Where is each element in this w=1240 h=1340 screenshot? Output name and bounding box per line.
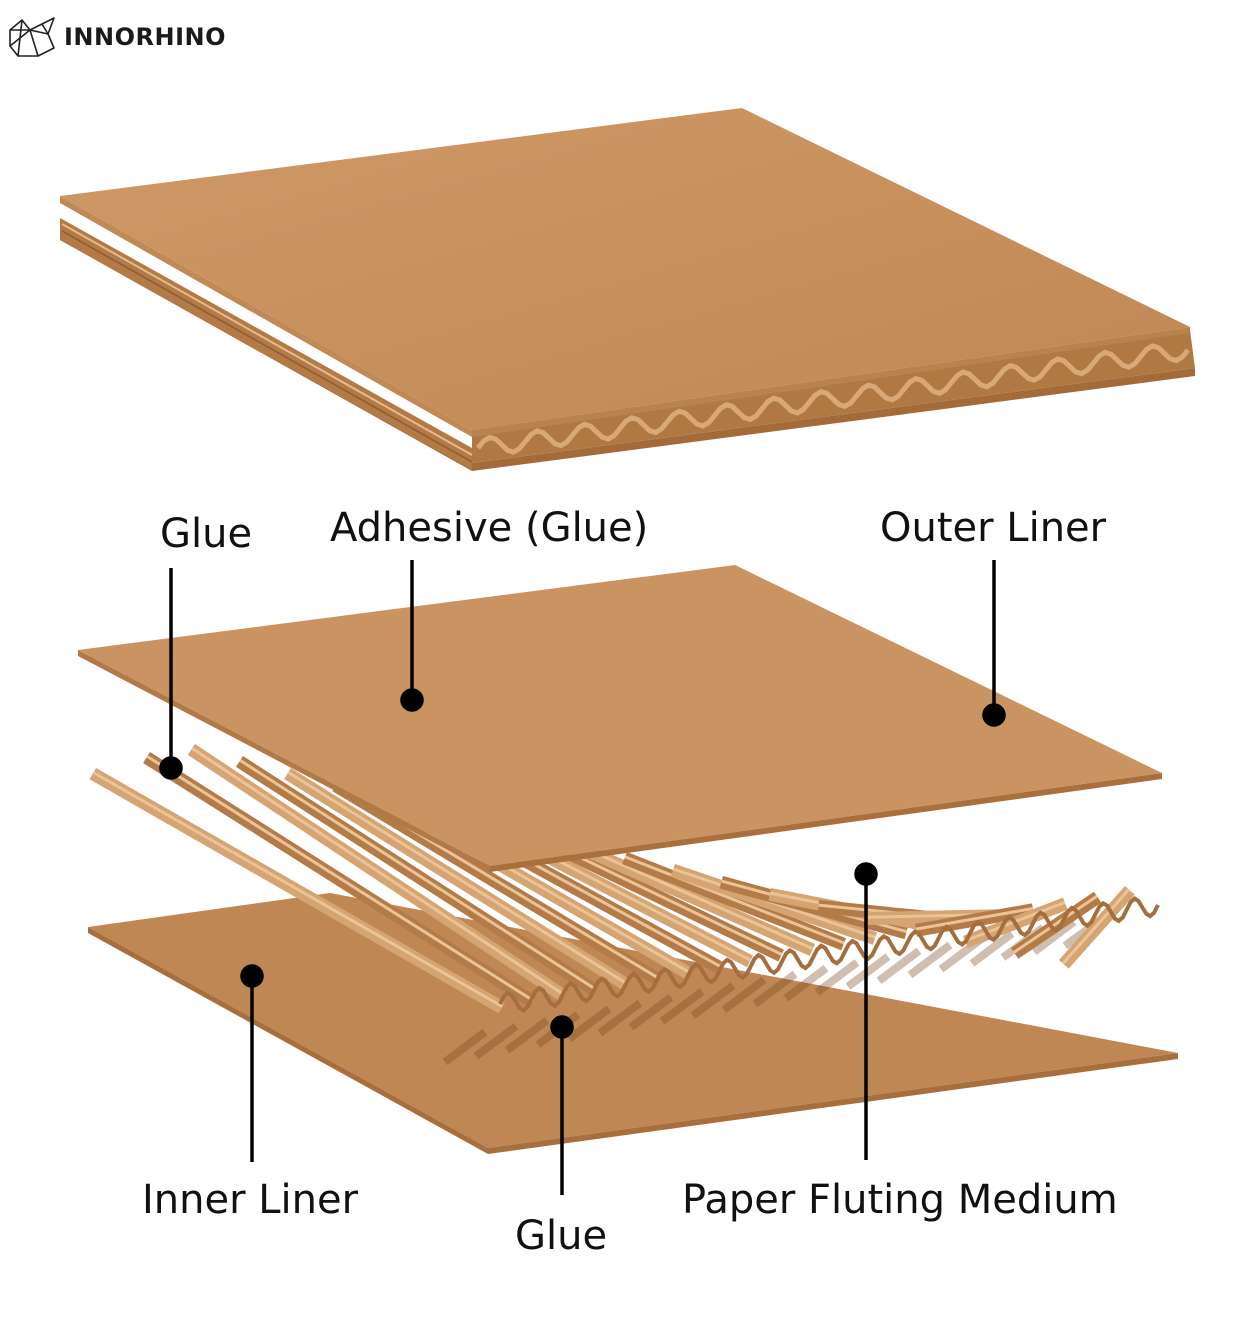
flute-highlight	[576, 843, 814, 951]
flute-highlight	[915, 907, 1034, 931]
flute-highlight	[287, 771, 628, 985]
brand: INNORHINO	[8, 16, 226, 58]
flute-highlight	[239, 759, 596, 991]
flute-shadow	[442, 1028, 488, 1066]
flute-shadow	[659, 988, 705, 1025]
label-fluting: Paper Fluting Medium	[682, 1177, 1118, 1223]
assembled-board	[60, 108, 1195, 471]
flute-shadow	[969, 930, 1015, 967]
flute-shadow	[690, 982, 736, 1019]
rhino-geometric-icon	[9, 17, 55, 57]
dot-fluting	[854, 862, 878, 886]
flute-shadow	[1031, 918, 1077, 955]
flute-front-edge	[498, 896, 1160, 1013]
dot-adhesive	[400, 688, 424, 712]
inner-liner-sheet	[88, 893, 1178, 1154]
flute-shadow	[597, 999, 643, 1037]
leader-lines	[159, 560, 1006, 1195]
flute-shadow	[473, 1022, 519, 1060]
dot-outer-liner	[982, 703, 1006, 727]
dot-inner-liner	[240, 964, 264, 988]
flute-highlight	[1061, 888, 1131, 965]
flute-shadow	[752, 970, 798, 1008]
flute-shadow	[845, 953, 891, 990]
outer-liner-sheet	[78, 565, 1162, 872]
flute-highlight	[146, 755, 535, 1002]
flute-shadow	[504, 1017, 550, 1054]
flute-highlight	[191, 747, 565, 996]
flute-shadow	[907, 941, 953, 979]
label-inner-liner: Inner Liner	[142, 1177, 359, 1223]
label-glue-bottom: Glue	[515, 1213, 608, 1259]
brand-name: INNORHINO	[64, 23, 226, 51]
flute-shadows	[442, 912, 1108, 1066]
dot-glue-bottom	[550, 1015, 574, 1039]
flute-shadow	[783, 965, 829, 1002]
flute-shadow	[876, 947, 922, 984]
label-outer-liner: Outer Liner	[880, 505, 1107, 551]
flute-shadow	[814, 959, 860, 996]
flute-shadow	[628, 994, 674, 1031]
dot-glue-top	[159, 756, 183, 780]
flute-shadow	[566, 1005, 612, 1043]
flute-highlight	[1013, 894, 1098, 954]
flute-highlight	[92, 771, 504, 1008]
label-adhesive: Adhesive (Glue)	[330, 505, 649, 551]
flute-wave-edge	[476, 343, 1190, 455]
flute-highlight	[624, 855, 845, 945]
label-glue-top: Glue	[160, 511, 253, 557]
fluting-medium-sheet	[89, 744, 1160, 1014]
flute-shadow	[721, 976, 767, 1013]
